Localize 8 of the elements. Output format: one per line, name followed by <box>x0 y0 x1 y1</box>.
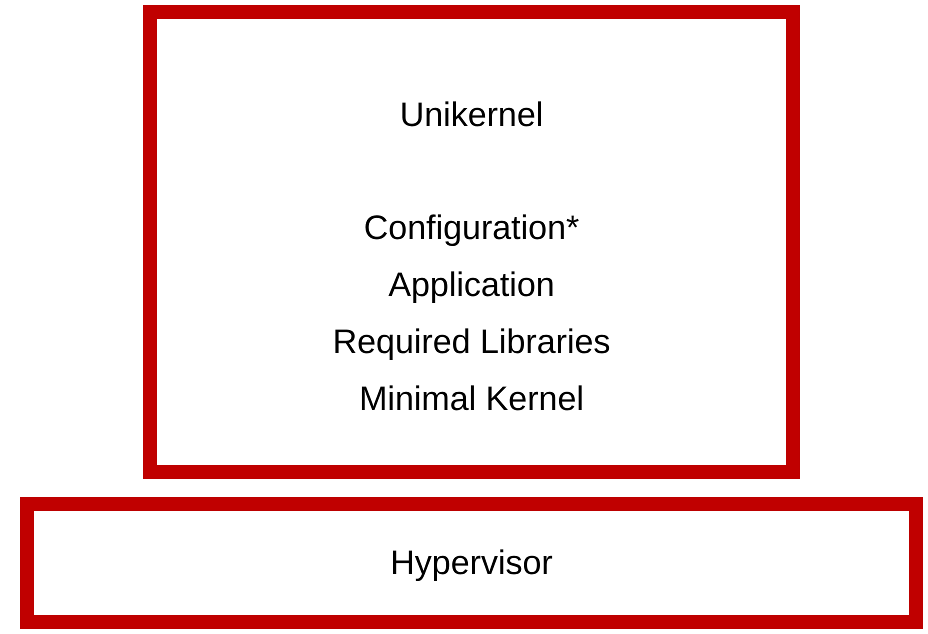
layer-box <box>20 497 923 629</box>
component-label: Configuration* <box>364 208 580 249</box>
layer-title: Unikernel <box>400 95 544 136</box>
component-label: Application <box>388 265 555 306</box>
component-label: Minimal Kernel <box>359 379 584 420</box>
layer-title: Hypervisor <box>390 542 553 584</box>
layer-box <box>143 5 800 479</box>
component-label: Required Libraries <box>332 322 610 363</box>
